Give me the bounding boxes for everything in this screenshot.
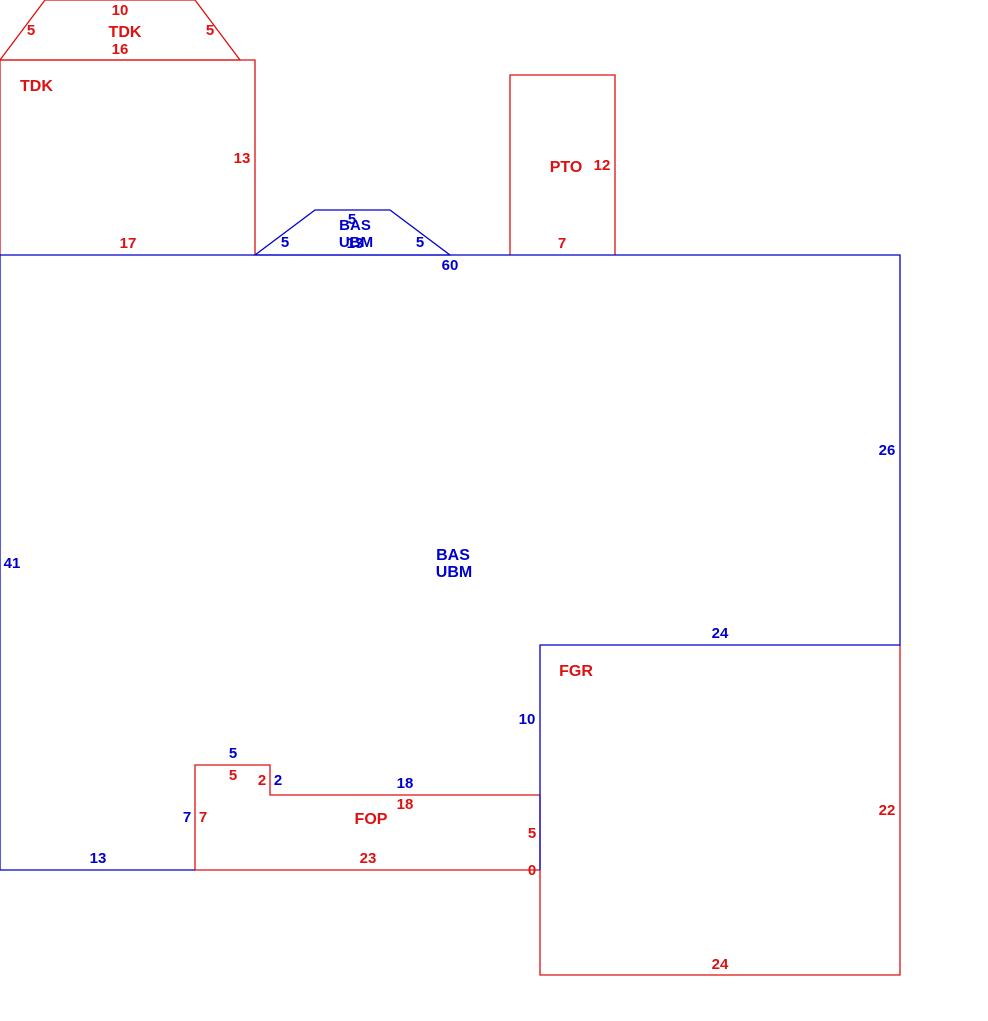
fgr-dim-bottom: 24: [712, 956, 729, 973]
tdk-main-dim-bottom: 17: [120, 235, 137, 252]
bas-main-left-outline: [0, 255, 195, 871]
tdk-upper-dim-top: 10: [112, 2, 129, 19]
bas-main-dim-garage-side: 10: [519, 711, 536, 728]
fop-dim-right: 5: [528, 825, 536, 842]
fop-dim-corner: 0: [528, 862, 536, 879]
bas-main-label-line2: UBM: [436, 564, 472, 581]
bas-main-dim-garage-top: 24: [712, 625, 729, 642]
fop-label: FOP: [355, 811, 388, 828]
bas-main-dim-bottom-left: 13: [90, 850, 107, 867]
bas-bay-dim-right: 5: [416, 234, 424, 251]
pto-dim-right: 12: [594, 157, 611, 174]
bas-bay-dim-bottom: 13: [347, 235, 364, 252]
tdk-upper-label: TDK: [109, 24, 142, 41]
bas-bay-dim-top: 5: [348, 211, 356, 228]
pto-dim-bottom: 7: [558, 235, 566, 252]
bas-main-label-line1: BAS: [436, 547, 470, 564]
tdk-upper-dim-left: 5: [27, 22, 35, 39]
fop-dim-step-right: 2: [258, 772, 266, 789]
tdk-main-outline: [0, 59, 256, 255]
fop-dim-step-top: 5: [229, 767, 237, 784]
tdk-upper-dim-bottom: 16: [112, 41, 129, 58]
fgr-dim-right: 22: [879, 802, 896, 819]
pto-label: PTO: [550, 159, 583, 176]
bas-bay-label-line2: UBM: [339, 234, 373, 251]
fop-dim-left: 7: [199, 809, 207, 826]
bas-main-outline: [0, 254, 901, 870]
fop-dim-top: 18: [397, 796, 414, 813]
fop-dim-bottom: 23: [360, 850, 377, 867]
bas-bay-label-line1: BAS: [339, 217, 371, 234]
fgr-outline: [539, 645, 901, 976]
pto-outline: [509, 74, 616, 255]
bas-main-dim-notch-left: 7: [183, 809, 191, 826]
bas-main-dim-top: 60: [442, 257, 459, 274]
bas-main-dim-notch-right: 2: [274, 772, 282, 789]
tdk-main-label: TDK: [20, 78, 53, 95]
fgr-label: FGR: [559, 663, 593, 680]
tdk-upper-dim-right: 5: [206, 22, 214, 39]
bas-main-dim-porch-top: 18: [397, 775, 414, 792]
bas-bay-dim-left: 5: [281, 234, 289, 251]
tdk-main-dim-right: 13: [234, 150, 251, 167]
fop-outline: [194, 764, 540, 871]
bas-main-dim-notch-top: 5: [229, 745, 237, 762]
bas-main-dim-left: 41: [4, 555, 21, 572]
bas-main-dim-right: 26: [879, 442, 896, 459]
